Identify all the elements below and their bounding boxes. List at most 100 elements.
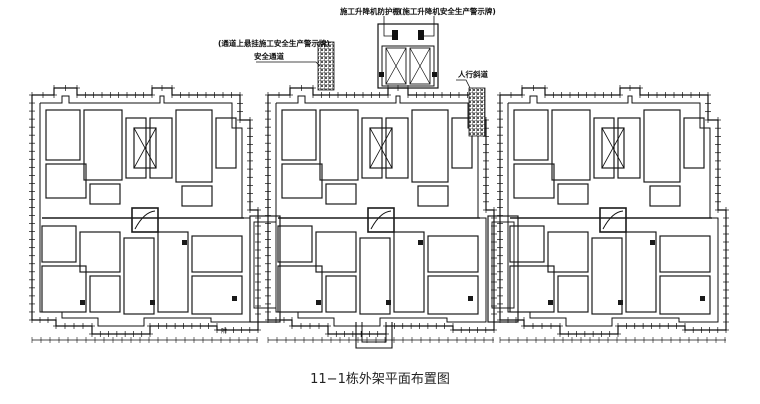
room bbox=[593, 117, 615, 179]
staircase bbox=[131, 207, 159, 233]
link-sections bbox=[249, 88, 519, 349]
building-unit-right bbox=[497, 85, 729, 343]
room bbox=[89, 275, 121, 313]
room bbox=[149, 117, 173, 179]
room bbox=[281, 163, 323, 199]
room bbox=[45, 109, 81, 161]
column bbox=[80, 300, 85, 305]
hoist-guard-shed bbox=[377, 23, 439, 89]
building-unit-middle bbox=[265, 85, 497, 343]
entrance-notch-inner bbox=[361, 322, 387, 343]
small-note-label: 附 bbox=[221, 327, 227, 335]
room bbox=[427, 275, 479, 315]
room bbox=[281, 109, 317, 161]
room bbox=[361, 117, 383, 179]
column bbox=[386, 300, 391, 305]
room bbox=[557, 275, 589, 313]
room bbox=[617, 117, 641, 179]
room bbox=[41, 225, 77, 263]
entrance-notch bbox=[355, 322, 393, 349]
pedestrian-ramp-mesh bbox=[468, 87, 486, 137]
shaft-cross bbox=[369, 127, 393, 169]
annotation-leaders bbox=[256, 16, 471, 89]
link-block bbox=[487, 215, 519, 323]
room bbox=[325, 183, 357, 205]
elevator-shaft bbox=[369, 127, 393, 169]
scaffold-outline-inner bbox=[507, 95, 719, 327]
room bbox=[509, 265, 555, 313]
room bbox=[175, 109, 213, 183]
room bbox=[315, 231, 357, 273]
link-room bbox=[491, 221, 515, 309]
passage-safety-sign-label: (通道上悬挂施工安全生产警示牌) bbox=[218, 38, 330, 48]
room bbox=[41, 265, 87, 313]
elevator-shaft bbox=[601, 127, 625, 169]
scaffold-outline-inner bbox=[39, 95, 251, 327]
building-unit-left bbox=[29, 85, 261, 343]
room bbox=[325, 275, 357, 313]
column bbox=[150, 300, 155, 305]
elevator-shaft bbox=[133, 127, 157, 169]
link-room bbox=[253, 221, 277, 309]
room bbox=[157, 231, 189, 313]
scaffold-outline-outer bbox=[499, 87, 727, 335]
column bbox=[468, 296, 473, 301]
room bbox=[659, 235, 711, 273]
room bbox=[509, 225, 545, 263]
room bbox=[89, 183, 121, 205]
column bbox=[232, 296, 237, 301]
room bbox=[393, 231, 425, 313]
hoist-guard-shed-label: 施工升降机防护棚 bbox=[340, 6, 400, 16]
pedestrian-ramp-label: 人行斜道 bbox=[458, 69, 488, 79]
column bbox=[182, 240, 187, 245]
room bbox=[683, 117, 705, 169]
column bbox=[418, 240, 423, 245]
room bbox=[83, 109, 123, 181]
room bbox=[551, 109, 591, 181]
room bbox=[277, 225, 313, 263]
room bbox=[123, 237, 155, 315]
room bbox=[547, 231, 589, 273]
room bbox=[125, 117, 147, 179]
scaffold-outline-inner bbox=[275, 95, 487, 327]
room bbox=[385, 117, 409, 179]
column bbox=[316, 300, 321, 305]
room bbox=[181, 185, 213, 207]
room bbox=[659, 275, 711, 315]
stair-arc bbox=[134, 210, 156, 230]
hoist-safety-sign-label: (施工升降机安全生产警示牌) bbox=[399, 6, 496, 16]
shaft-cross bbox=[133, 127, 157, 169]
building-plan-group bbox=[29, 85, 729, 349]
link-block bbox=[249, 215, 281, 323]
room bbox=[427, 235, 479, 273]
column bbox=[548, 300, 553, 305]
room bbox=[191, 235, 243, 273]
room bbox=[319, 109, 359, 181]
room bbox=[643, 109, 681, 183]
column bbox=[700, 296, 705, 301]
room bbox=[79, 231, 121, 273]
room bbox=[45, 163, 87, 199]
safety-passage-mesh bbox=[317, 41, 335, 91]
room bbox=[215, 117, 237, 169]
scaffold-outline-outer bbox=[31, 87, 259, 335]
room bbox=[649, 185, 681, 207]
room bbox=[191, 275, 243, 315]
room bbox=[277, 265, 323, 313]
staircase bbox=[599, 207, 627, 233]
scaffold-outline-outer bbox=[267, 87, 495, 335]
drawing-caption: 11−1栋外架平面布置图 bbox=[310, 371, 450, 387]
column bbox=[650, 240, 655, 245]
room bbox=[451, 117, 473, 169]
stair-arc bbox=[602, 210, 624, 230]
staircase bbox=[367, 207, 395, 233]
room bbox=[359, 237, 391, 315]
safety-passage-label: 安全通道 bbox=[254, 51, 284, 61]
room bbox=[411, 109, 449, 183]
room bbox=[557, 183, 589, 205]
room bbox=[417, 185, 449, 207]
stair-arc bbox=[370, 210, 392, 230]
column bbox=[618, 300, 623, 305]
room bbox=[513, 163, 555, 199]
